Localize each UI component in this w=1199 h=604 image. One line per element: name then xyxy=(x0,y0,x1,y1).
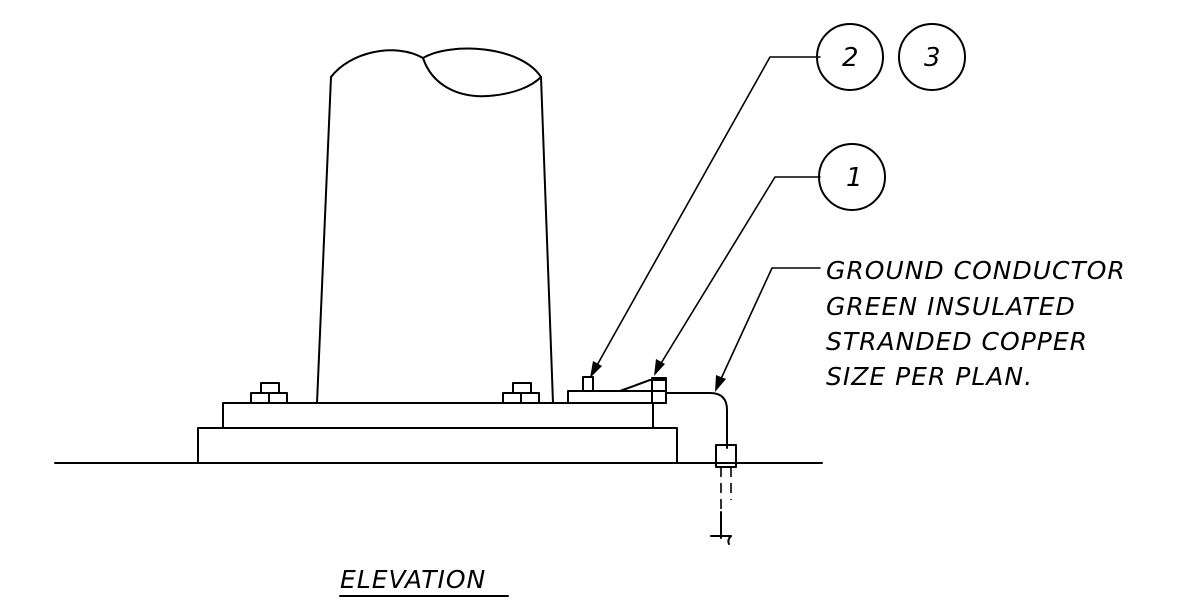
pole-shaft xyxy=(316,47,554,404)
leader-callout-1 xyxy=(654,176,821,376)
view-title: ELEVATION xyxy=(340,565,486,594)
leader-callout-2-3 xyxy=(590,56,821,378)
callout-bubble-3 xyxy=(898,23,966,91)
anchor-nut-right xyxy=(502,382,540,404)
callout-number-3: 3 xyxy=(924,43,941,73)
note-line-1: GROUND CONDUCTOR xyxy=(826,256,1126,285)
note-line-2: GREEN INSULATED xyxy=(826,292,1076,321)
ground-conductor xyxy=(665,392,728,449)
foundation-block xyxy=(197,427,678,464)
callout-number-1: 1 xyxy=(846,163,863,193)
base-plate xyxy=(222,402,654,429)
note-line-3: STRANDED COPPER xyxy=(826,327,1088,356)
callout-number-2: 2 xyxy=(842,43,859,73)
ground-rod xyxy=(710,444,737,545)
callout-bubble-1 xyxy=(818,143,886,211)
ground-conductor-note: GROUND CONDUCTOR GREEN INSULATED STRANDE… xyxy=(826,256,1126,391)
ground-lug xyxy=(567,376,667,404)
note-line-4: SIZE PER PLAN. xyxy=(826,362,1033,391)
leader-ground-note xyxy=(715,267,821,392)
callout-bubble-2 xyxy=(816,23,884,91)
anchor-nut-left xyxy=(250,382,288,404)
